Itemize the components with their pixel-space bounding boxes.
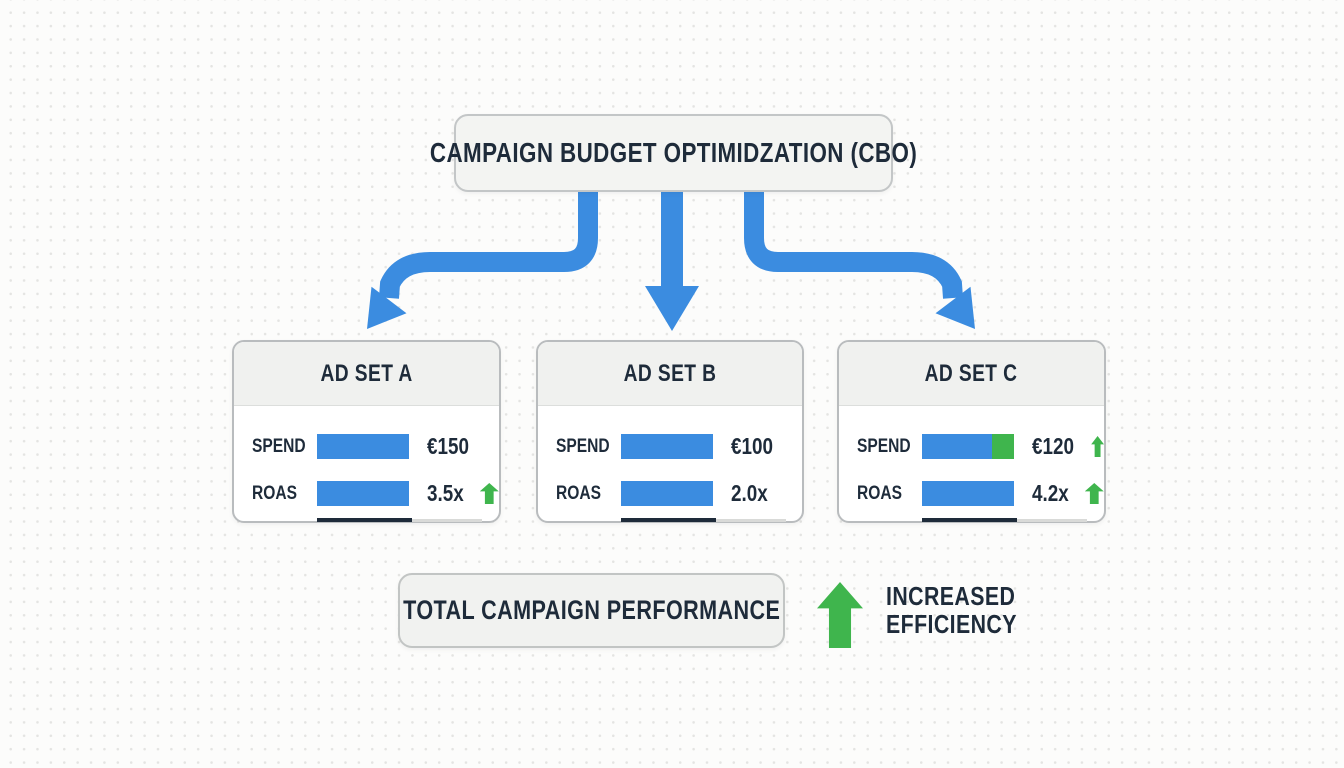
cbo-title-box: CAMPAIGN BUDGET OPTIMIDZATION (CBO) — [430, 114, 917, 192]
ad-set-b-roas-row: ROAS 2.0x — [538, 480, 802, 506]
ad-set-c-title: AD SET C — [925, 359, 1018, 387]
roas-value: 4.2x — [1032, 480, 1069, 506]
spend-value: €150 — [427, 433, 469, 459]
total-performance-box: TOTAL CAMPAIGN PERFORMANCE — [398, 573, 785, 648]
ad-set-c-spend-row: SPEND €120 — [839, 433, 1104, 459]
roas-label: ROAS — [857, 482, 903, 504]
increased-efficiency-note: INCREASED EFFICIENCY — [886, 582, 1046, 638]
ad-set-c-card: AD SET C SPEND €120 ROAS 4.2x — [837, 340, 1106, 523]
flow-arrow-right-shaft — [744, 186, 963, 299]
ad-set-c-roas-row: ROAS 4.2x — [839, 480, 1104, 506]
spend-value: €120 — [1032, 433, 1074, 459]
roas-bar — [922, 481, 1014, 506]
efficiency-line-2: EFFICIENCY — [886, 609, 1017, 639]
roas-bar — [621, 481, 713, 506]
spend-bar — [621, 434, 713, 459]
flow-arrow-right-head — [935, 286, 975, 329]
spend-label: SPEND — [252, 435, 306, 457]
spend-label: SPEND — [556, 435, 610, 457]
increase-arrow-icon — [1084, 483, 1104, 504]
increased-efficiency-arrow-icon — [817, 582, 863, 648]
ad-set-b-header: AD SET B — [538, 342, 802, 406]
ad-set-b-title: AD SET B — [623, 359, 717, 387]
efficiency-line-1: INCREASED — [886, 581, 1016, 611]
spend-bar — [922, 434, 1014, 459]
increase-arrow-icon — [1091, 436, 1104, 457]
ad-set-c-header: AD SET C — [839, 342, 1104, 406]
increase-arrow-icon — [479, 483, 499, 504]
roas-bar — [317, 481, 409, 506]
roas-label: ROAS — [252, 482, 298, 504]
spend-bar — [317, 434, 409, 459]
axis-baseline — [922, 518, 1087, 522]
axis-baseline — [317, 518, 482, 522]
total-performance-label: TOTAL CAMPAIGN PERFORMANCE — [402, 595, 781, 625]
flow-arrow-middle-head — [645, 286, 699, 331]
flow-arrow-left-shaft — [379, 186, 598, 299]
ad-set-b-spend-row: SPEND €100 — [538, 433, 802, 459]
axis-baseline — [621, 518, 786, 522]
ad-set-a-card: AD SET A SPEND €150 ROAS 3.5x — [232, 340, 501, 523]
ad-set-a-header: AD SET A — [234, 342, 499, 406]
ad-set-a-roas-row: ROAS 3.5x — [234, 480, 499, 506]
spend-value: €100 — [731, 433, 773, 459]
spend-label: SPEND — [857, 435, 911, 457]
ad-set-a-title: AD SET A — [320, 359, 413, 387]
ad-set-a-spend-row: SPEND €150 — [234, 433, 499, 459]
flow-arrow-left-head — [367, 286, 407, 329]
ad-set-b-card: AD SET B SPEND €100 ROAS 2.0x — [536, 340, 804, 523]
cbo-title-label: CAMPAIGN BUDGET OPTIMIDZATION (CBO) — [429, 137, 918, 168]
roas-value: 3.5x — [427, 480, 464, 506]
roas-label: ROAS — [556, 482, 602, 504]
roas-value: 2.0x — [731, 480, 768, 506]
